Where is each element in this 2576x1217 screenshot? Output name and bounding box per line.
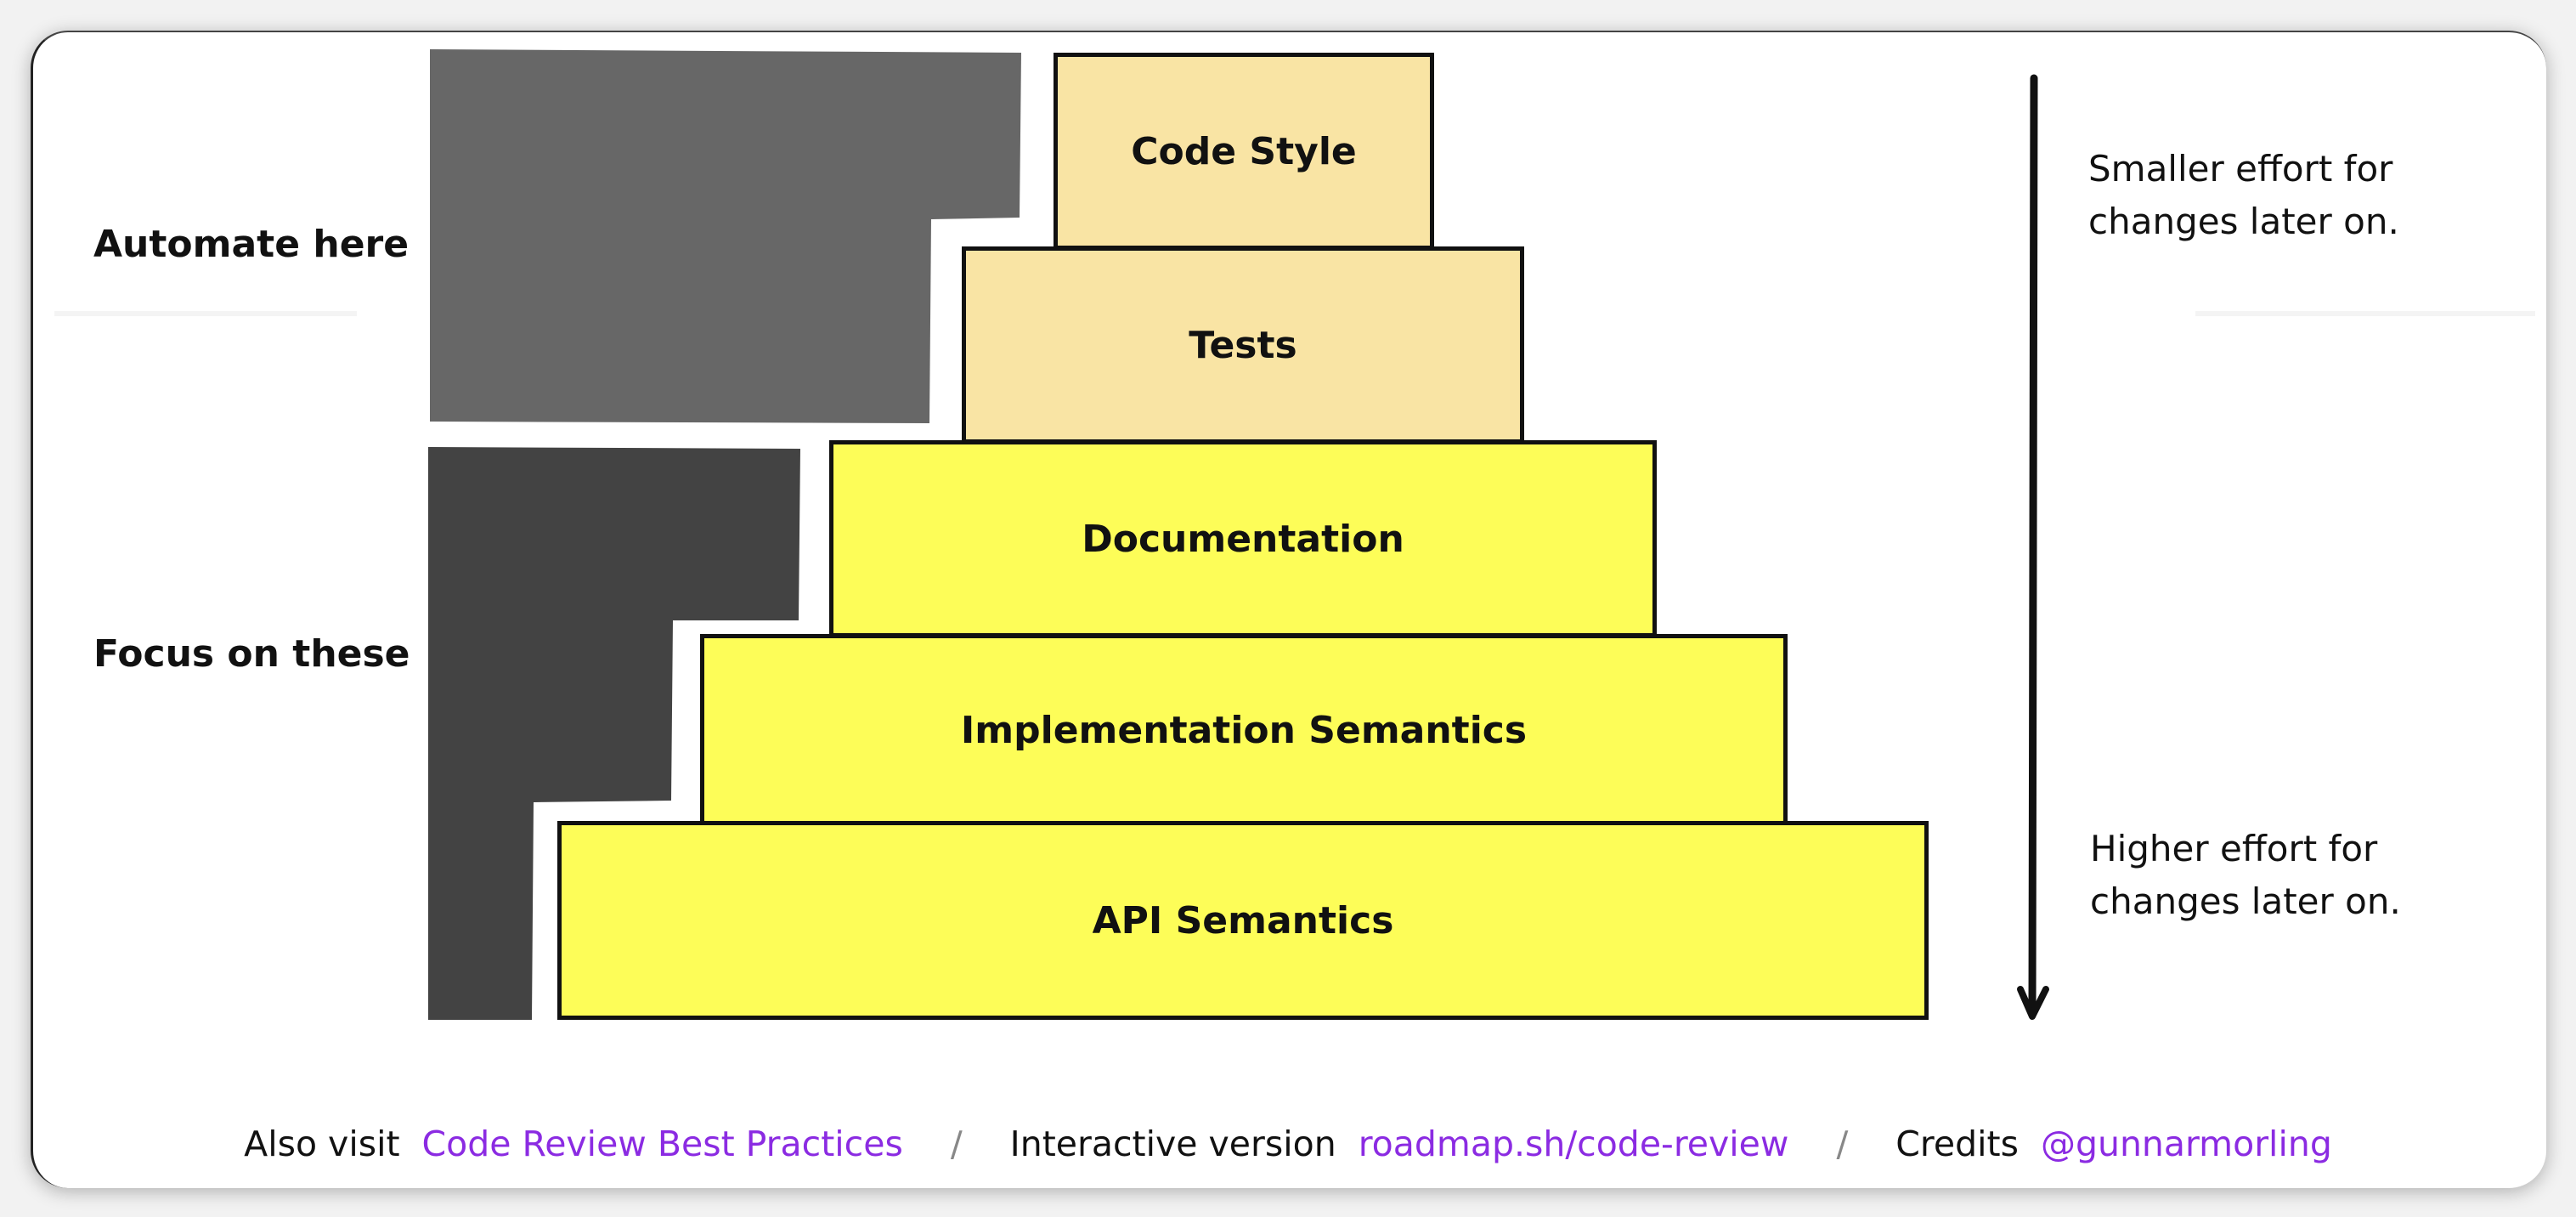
author-link[interactable]: @gunnarmorling (2040, 1124, 2332, 1164)
step-documentation-label: Documentation (1082, 517, 1404, 561)
focus-label: Focus on these (93, 632, 410, 676)
step-api-semantics: API Semantics (557, 821, 1929, 1020)
smaller-effort-label: Smaller effort for changes later on. (2088, 148, 2399, 242)
automate-label: Automate here (93, 223, 410, 266)
step-implementation-semantics-label: Implementation Semantics (960, 708, 1528, 752)
step-code-style-label: Code Style (1131, 129, 1357, 173)
step-code-style: Code Style (1054, 53, 1434, 250)
step-documentation: Documentation (829, 440, 1657, 637)
left-divider (54, 311, 357, 316)
footer-credits: Credits (1895, 1124, 2019, 1164)
effort-arrow-head (2017, 986, 2049, 1020)
focus-bracket (428, 447, 800, 1020)
step-implementation-semantics: Implementation Semantics (700, 634, 1788, 826)
right-divider (2195, 311, 2535, 316)
footer-also-visit: Also visit (244, 1124, 400, 1164)
effort-arrow-shaft (2028, 74, 2038, 1017)
step-tests: Tests (962, 246, 1524, 444)
roadmap-link[interactable]: roadmap.sh/code-review (1358, 1124, 1789, 1164)
step-api-semantics-label: API Semantics (1092, 898, 1394, 942)
best-practices-link[interactable]: Code Review Best Practices (421, 1124, 903, 1164)
footer-interactive: Interactive version (1009, 1124, 1336, 1164)
footer-separator: / (950, 1124, 963, 1164)
automate-bracket (430, 49, 1021, 423)
higher-effort-label: Higher effort for changes later on. (2090, 828, 2401, 922)
footer-separator-2: / (1836, 1124, 1849, 1164)
footer: Also visit Code Review Best Practices / … (0, 1118, 2576, 1169)
step-tests-label: Tests (1189, 323, 1297, 367)
